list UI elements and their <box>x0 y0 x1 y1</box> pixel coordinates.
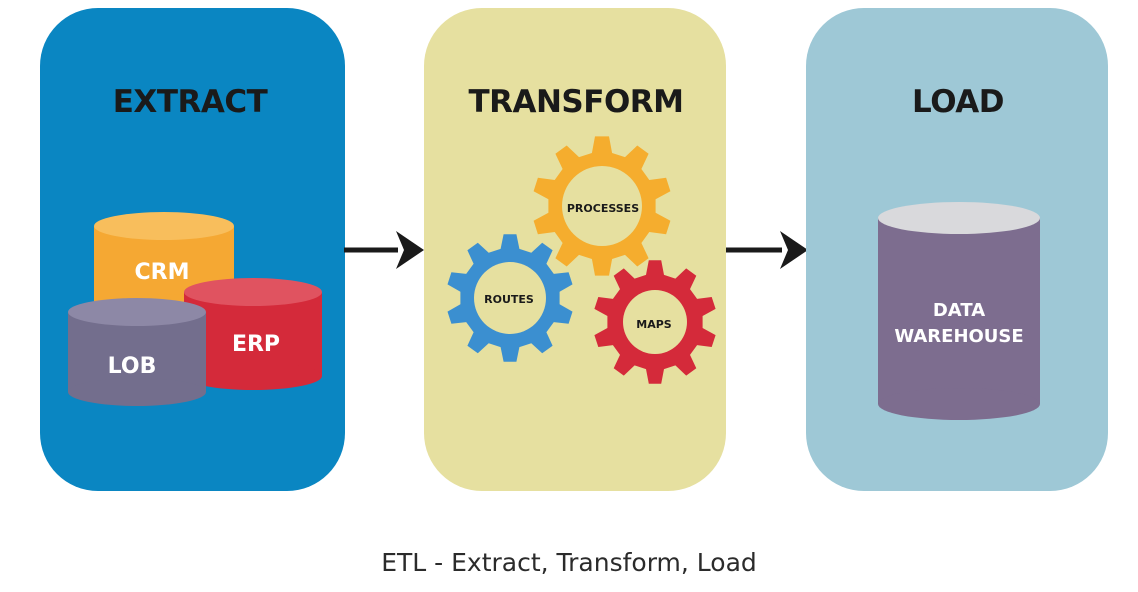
erp-database-icon: ERP <box>184 278 322 390</box>
crm-label: CRM <box>135 260 190 285</box>
extract-panel: EXTRACT CRM ERP LOB <box>40 8 345 491</box>
maps-label: MAPS <box>636 318 672 331</box>
processes-label: PROCESSES <box>567 202 639 215</box>
load-panel: LOAD DATA WAREHOUSE <box>806 8 1108 491</box>
routes-label: ROUTES <box>484 293 534 306</box>
extract-title: EXTRACT <box>113 84 268 120</box>
warehouse-label-line1: DATA <box>933 300 985 321</box>
processes-gear-icon <box>533 136 671 276</box>
gear-routes-hub <box>474 262 546 334</box>
transform-title: TRANSFORM <box>468 84 683 120</box>
erp-label: ERP <box>232 332 280 357</box>
arrow-extract-to-transform-icon <box>344 231 424 269</box>
lob-database-icon: LOB <box>68 298 206 406</box>
figure-caption: ETL - Extract, Transform, Load <box>381 548 757 577</box>
maps-gear-icon <box>594 260 716 384</box>
arrow-transform-to-load-icon <box>726 231 808 269</box>
warehouse-label-line2: WAREHOUSE <box>894 326 1023 347</box>
transform-panel: TRANSFORM PROCESSES ROUTES MAPS <box>424 8 726 491</box>
lob-label: LOB <box>108 354 157 379</box>
routes-gear-icon <box>447 234 573 362</box>
data-warehouse-icon: DATA WAREHOUSE <box>878 202 1040 420</box>
gear-maps-hub <box>623 290 687 354</box>
load-title: LOAD <box>912 84 1004 120</box>
gear-processes-hub <box>562 166 642 246</box>
